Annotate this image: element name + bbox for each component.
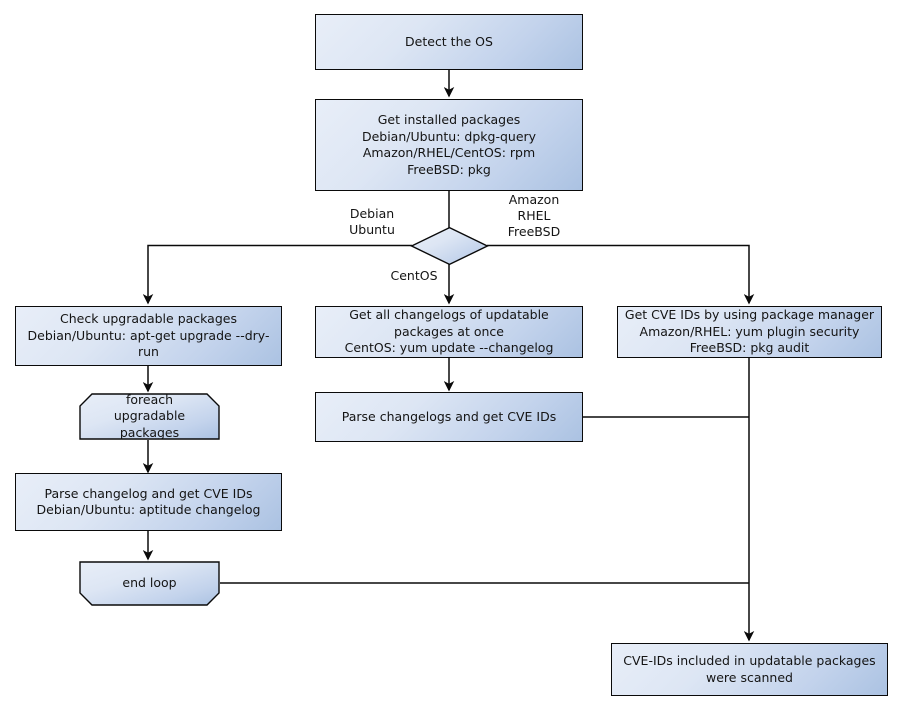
node-detect-os[interactable]: Detect the OS <box>315 14 583 70</box>
node-check-upgradable[interactable]: Check upgradable packages Debian/Ubuntu:… <box>15 306 282 366</box>
node-end-loop[interactable]: end loop <box>79 561 220 606</box>
end-loop-shape <box>79 561 220 606</box>
edge-label-debian: Debian Ubuntu <box>349 206 395 237</box>
edge-branch-debian <box>142 244 412 305</box>
node-end-loop-label: end loop <box>122 575 177 591</box>
edge-label-centos: CentOS <box>390 268 438 283</box>
node-parse-changelogs-centos[interactable]: Parse changelogs and get CVE IDs <box>315 392 583 442</box>
node-foreach-loop[interactable]: foreach upgradable packages <box>79 391 220 440</box>
node-get-cve-package-manager[interactable]: Get CVE IDs by using package manager Ama… <box>617 306 882 358</box>
diamond-shape <box>409 226 490 266</box>
node-check-upgradable-label: Check upgradable packages Debian/Ubuntu:… <box>27 311 270 360</box>
foreach-loop-shape <box>79 393 220 440</box>
node-os-decision[interactable] <box>409 226 490 266</box>
node-parse-changelogs-centos-label: Parse changelogs and get CVE IDs <box>341 408 557 424</box>
node-get-installed-packages[interactable]: Get installed packages Debian/Ubuntu: dp… <box>315 99 583 191</box>
node-get-all-changelogs-label: Get all changelogs of updatable packages… <box>344 307 554 356</box>
node-foreach-loop-label: foreach upgradable packages <box>113 391 186 440</box>
node-parse-changelog-deb[interactable]: Parse changelog and get CVE IDs Debian/U… <box>15 473 282 531</box>
node-detect-os-label: Detect the OS <box>405 33 493 49</box>
node-get-cve-package-manager-label: Get CVE IDs by using package manager Ama… <box>624 307 875 356</box>
node-get-installed-packages-label: Get installed packages Debian/Ubuntu: dp… <box>361 112 537 177</box>
node-scanned-result[interactable]: CVE-IDs included in updatable packages w… <box>611 643 888 696</box>
edge-label-amazon: Amazon RHEL FreeBSD <box>507 192 561 239</box>
edge-branch-amazon <box>487 244 755 305</box>
node-scanned-result-label: CVE-IDs included in updatable packages w… <box>623 653 876 685</box>
node-get-all-changelogs[interactable]: Get all changelogs of updatable packages… <box>315 306 583 358</box>
node-parse-changelog-deb-label: Parse changelog and get CVE IDs Debian/U… <box>36 485 261 518</box>
